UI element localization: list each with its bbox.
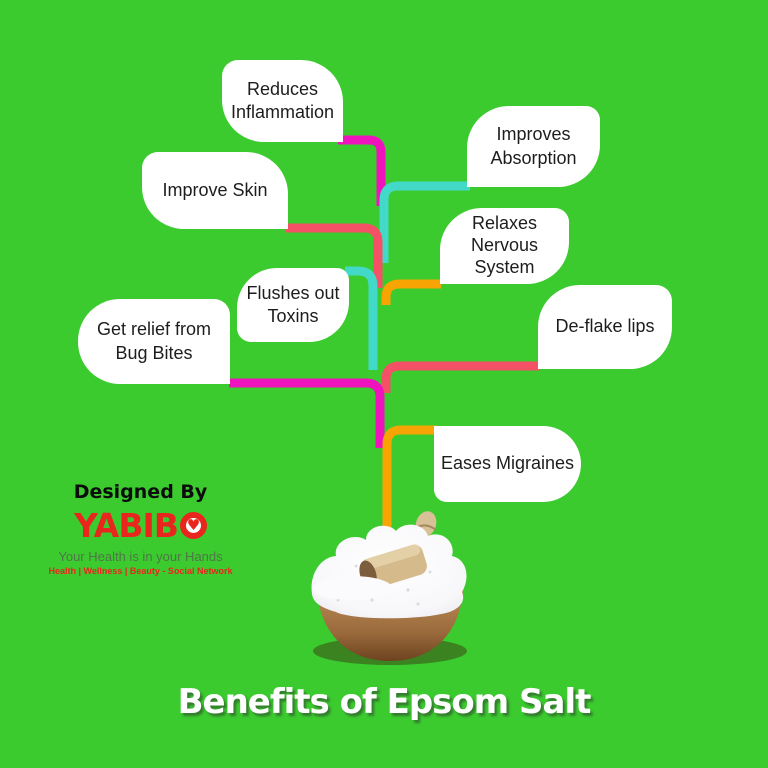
bubble-label-line: Toxins (267, 306, 319, 326)
connector-reduces-inflammation (338, 135, 386, 206)
connector-improve-skin (286, 223, 383, 288)
connector-improves-absorption (379, 181, 470, 263)
bubble-label-line: Get relief from (96, 319, 212, 340)
bubble-label-line: Flushes out (246, 282, 340, 303)
bubble-label-line: Reduces (246, 78, 319, 99)
credit-block: Designed By YABIB ♥ Your Health is in yo… (48, 481, 233, 576)
bubble-relaxes-nervous-system: Relaxes Nervous System (440, 208, 569, 284)
bubble-label-line: Nervous (470, 235, 539, 256)
salt-bowl-illustration (311, 511, 467, 665)
bubble-improve-skin: Improve Skin (142, 152, 288, 229)
salt-over-scoop (312, 576, 392, 600)
bubble-label-line: De-flake lips (555, 316, 655, 337)
heart-icon: ♥ (186, 516, 201, 534)
infographic-title: Benefits of Epsom Salt (177, 682, 592, 722)
bubble-reduces-inflammation: Reduces Inflammation (222, 60, 343, 142)
connector-flushes-out-toxins (345, 266, 378, 370)
brand-tagline: Your Health is in your Hands (58, 549, 223, 564)
yabibo-logo: YABIB ♥ (48, 506, 233, 545)
connector-eases-migraines-and-stem (382, 425, 437, 560)
bubble-label-line: Relaxes (471, 213, 538, 234)
bubble-label-line: Improves (496, 124, 571, 145)
bubble-improves-absorption: Improves Absorption (467, 106, 600, 187)
bubble-label-line: Eases Migraines (440, 453, 575, 474)
bubble-de-flake-lips: De-flake lips (538, 285, 672, 369)
bubble-label-line: Inflammation (230, 102, 335, 122)
brand-categories: Health | Wellness | Beauty - Social Netw… (48, 566, 233, 576)
connector-relaxes-nervous-system (381, 279, 441, 305)
logo-o-ring: ♥ (179, 512, 207, 539)
bubble-label-line: Improve Skin (162, 179, 268, 200)
bubble-get-relief-from-bug-bites: Get relief from Bug Bites (78, 299, 230, 384)
connector-de-flake-lips (381, 361, 540, 393)
bubble-label-line: System (474, 256, 535, 277)
bubble-label-line: Absorption (490, 147, 577, 168)
bubble-eases-migraines: Eases Migraines (434, 426, 581, 502)
connector-get-relief-bug-bites (229, 378, 385, 448)
bubble-label-line: Bug Bites (115, 342, 193, 363)
yabibo-logo-text: YABIB (74, 506, 179, 545)
bubble-flushes-out-toxins: Flushes out Toxins (237, 268, 349, 342)
designed-by-label: Designed By (73, 481, 208, 503)
